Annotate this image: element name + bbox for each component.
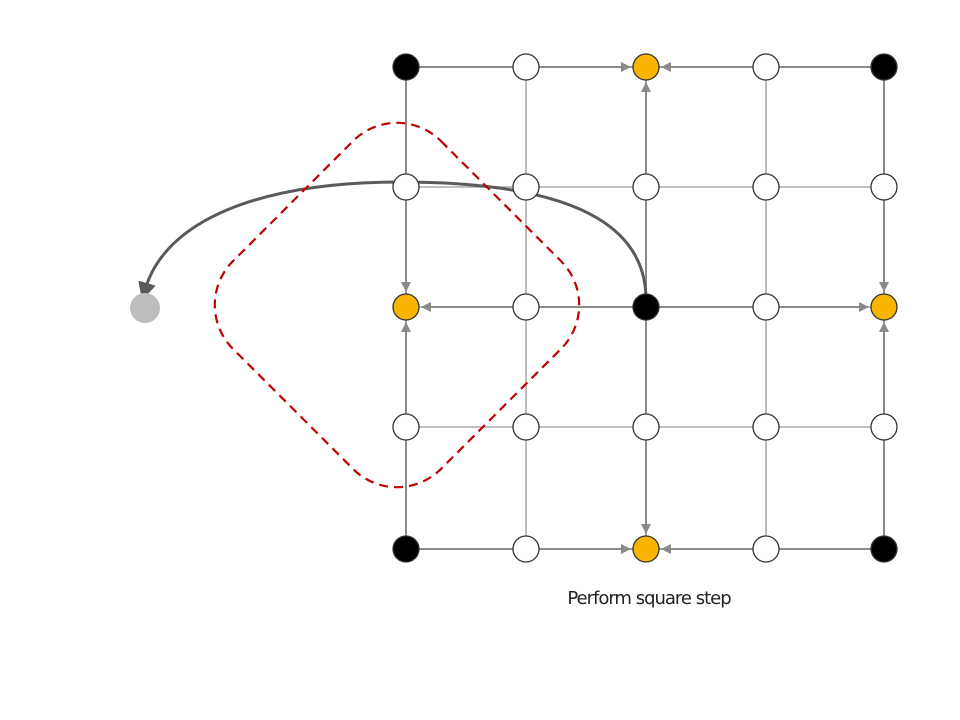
yellow-grid-node <box>392 293 420 321</box>
black-grid-node <box>392 53 420 81</box>
black-grid-node <box>632 293 660 321</box>
white-grid-node <box>512 413 540 441</box>
external-node <box>130 293 160 323</box>
white-grid-node <box>752 173 780 201</box>
neighborhood-boundary <box>213 121 581 489</box>
black-grid-node <box>870 53 898 81</box>
white-grid-node <box>870 413 898 441</box>
white-grid-node <box>752 53 780 81</box>
black-grid-node <box>870 535 898 563</box>
white-grid-node <box>632 173 660 201</box>
white-grid-node <box>752 413 780 441</box>
white-grid-node <box>752 535 780 563</box>
black-grid-node <box>392 535 420 563</box>
grid-nodes <box>392 53 898 563</box>
white-grid-node <box>392 173 420 201</box>
yellow-grid-node <box>632 53 660 81</box>
yellow-grid-node <box>632 535 660 563</box>
diagram-caption: Perform square step <box>567 588 731 609</box>
white-grid-node <box>512 293 540 321</box>
white-grid-node <box>512 173 540 201</box>
wrap-around-curve <box>138 180 648 301</box>
white-grid-node <box>392 413 420 441</box>
white-grid-node <box>512 53 540 81</box>
white-grid-node <box>512 535 540 563</box>
white-grid-node <box>752 293 780 321</box>
yellow-grid-node <box>870 293 898 321</box>
white-grid-node <box>870 173 898 201</box>
white-grid-node <box>632 413 660 441</box>
